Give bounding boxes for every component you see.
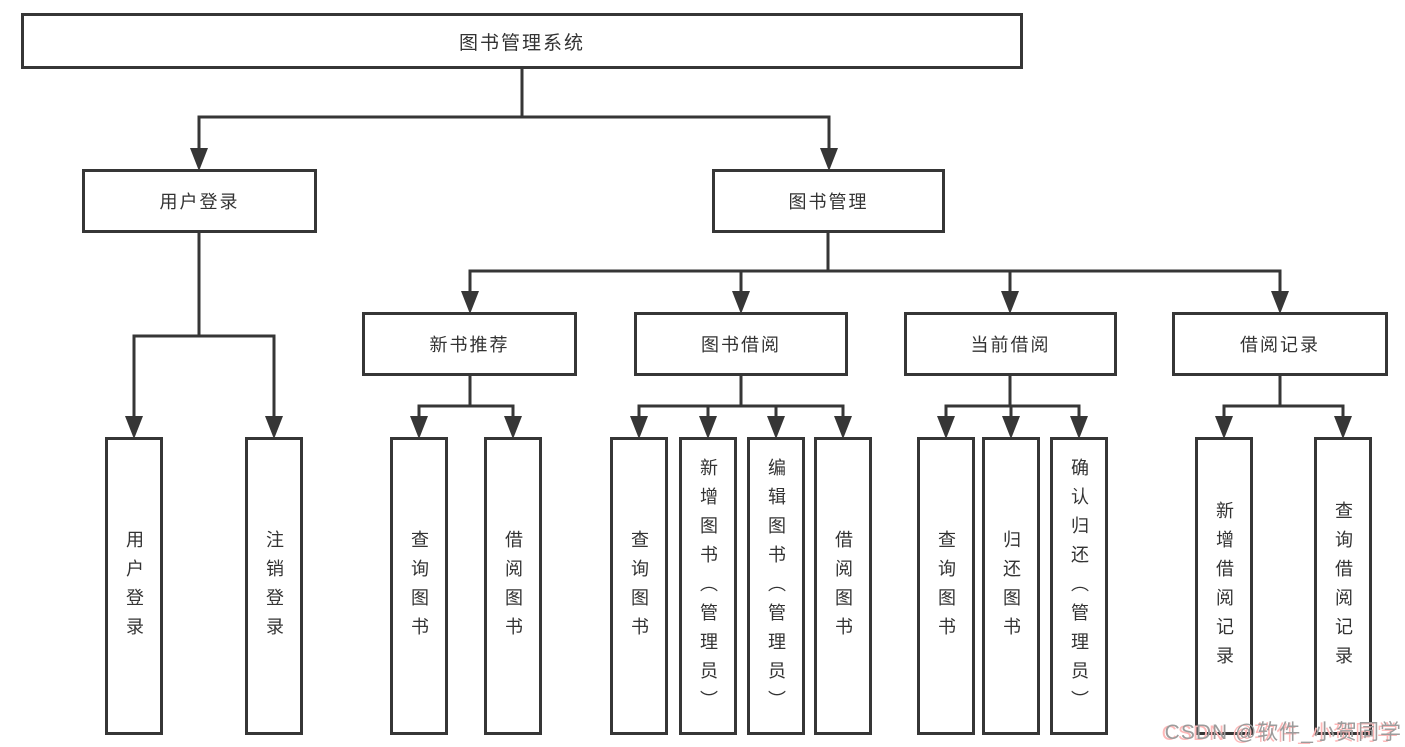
node-current-borrow: 当前借阅 — [904, 312, 1117, 376]
leaf-add-borrow-record: 新增借阅记录 — [1195, 437, 1253, 735]
leaf-query-borrow-record: 查询借阅记录 — [1314, 437, 1372, 735]
node-book-management: 图书管理 — [712, 169, 945, 233]
node-book-borrow: 图书借阅 — [634, 312, 848, 376]
leaf-user-login: 用户登录 — [105, 437, 163, 735]
csdn-watermark: CSDN @软件_小贺同学 — [1164, 721, 1402, 744]
leaf-logout: 注销登录 — [245, 437, 303, 735]
node-library-system: 图书管理系统 — [21, 13, 1023, 69]
leaf-confirm-return-admin: 确认归还（管理员） — [1050, 437, 1108, 735]
leaf-query-book-borrow: 查询图书 — [610, 437, 668, 735]
leaf-add-book-admin: 新增图书（管理员） — [679, 437, 737, 735]
leaf-query-book-current: 查询图书 — [917, 437, 975, 735]
node-user-login: 用户登录 — [82, 169, 317, 233]
leaf-borrow-book: 借阅图书 — [814, 437, 872, 735]
node-borrow-record: 借阅记录 — [1172, 312, 1388, 376]
leaf-borrow-book-recommend: 借阅图书 — [484, 437, 542, 735]
leaf-query-book-recommend: 查询图书 — [390, 437, 448, 735]
node-new-book-recommend: 新书推荐 — [362, 312, 577, 376]
leaf-return-book: 归还图书 — [982, 437, 1040, 735]
leaf-edit-book-admin: 编辑图书（管理员） — [747, 437, 805, 735]
